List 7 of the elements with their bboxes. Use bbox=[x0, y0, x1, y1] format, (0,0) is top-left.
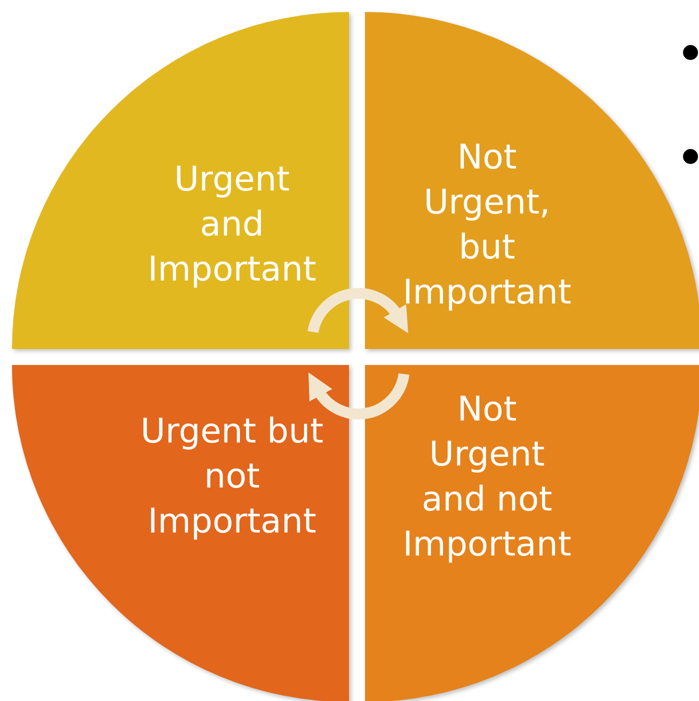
quadrant-shape bbox=[365, 12, 699, 349]
quadrant-shape bbox=[12, 365, 349, 701]
quadrant-label: Urgent and Important bbox=[146, 158, 318, 292]
quadrant-shape bbox=[365, 365, 699, 701]
quadrant-label: Not Urgent and not Important bbox=[402, 388, 572, 566]
quadrant-label: Urgent but not Important bbox=[140, 410, 324, 544]
quadrant-label: Not Urgent, but Important bbox=[402, 136, 572, 314]
